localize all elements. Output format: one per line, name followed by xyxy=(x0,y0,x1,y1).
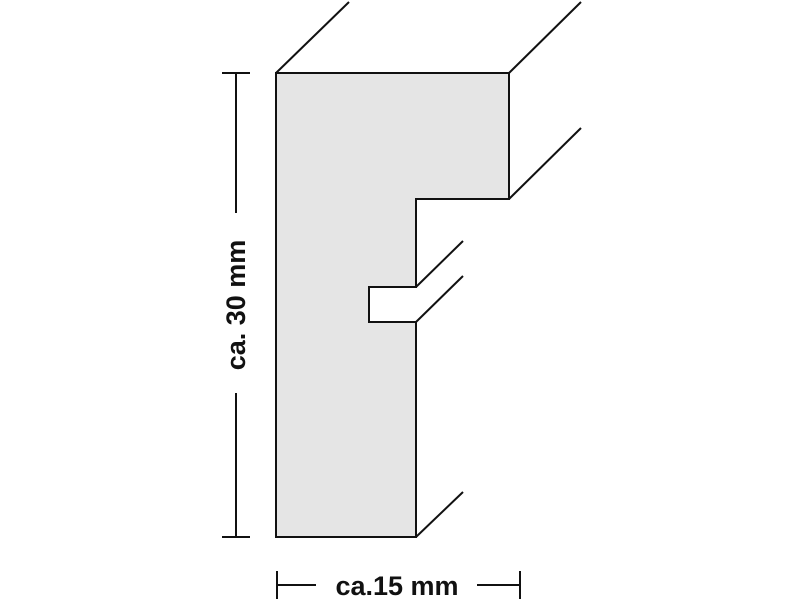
frame-profile-cross-section xyxy=(275,72,510,538)
width-dimension xyxy=(276,571,521,599)
height-dimension xyxy=(222,72,250,538)
depth-line-bottom xyxy=(415,491,464,538)
depth-line-notch-top xyxy=(415,240,464,288)
height-label: ca. 30 mm xyxy=(221,240,251,371)
depth-line-step-right xyxy=(508,127,582,200)
depth-line-top-right xyxy=(508,1,582,74)
width-label: ca.15 mm xyxy=(335,571,458,600)
depth-line-top-left xyxy=(275,1,350,74)
depth-line-notch-bottom xyxy=(415,275,464,323)
perspective-lines xyxy=(275,1,582,538)
